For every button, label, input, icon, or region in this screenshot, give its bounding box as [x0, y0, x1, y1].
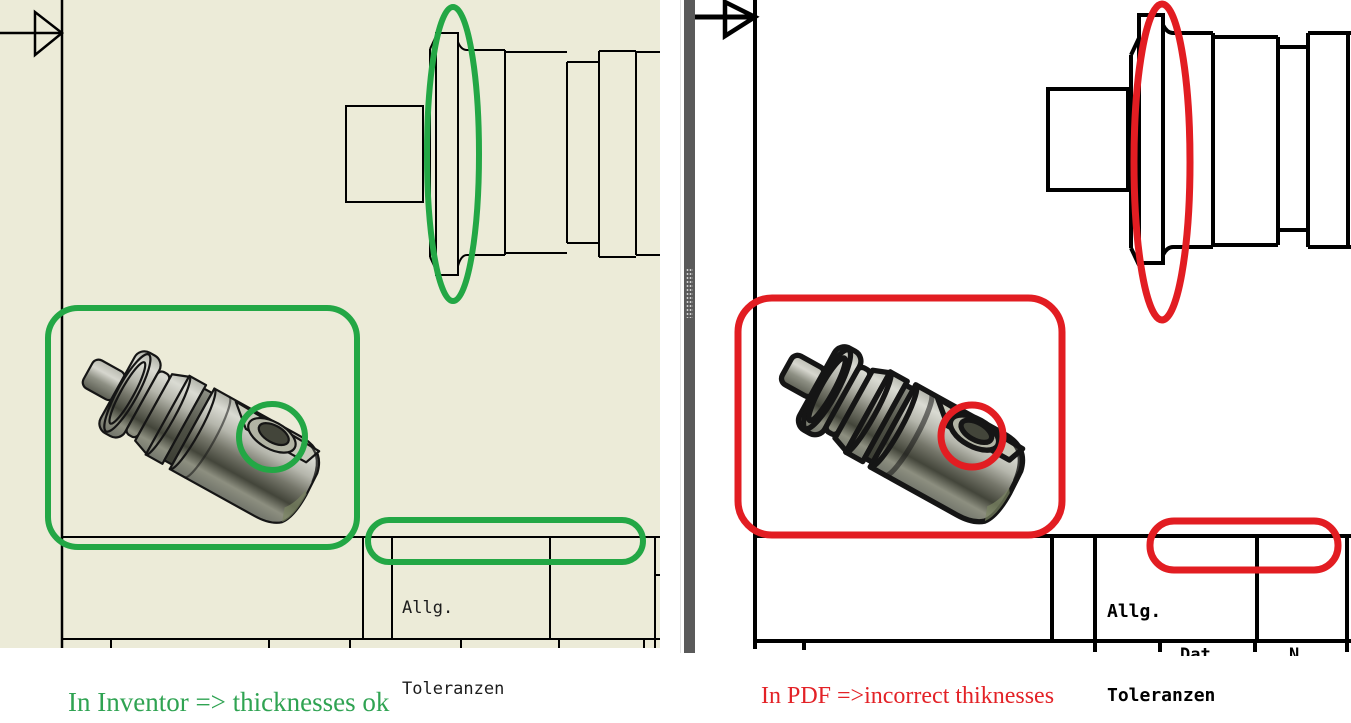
- right-3d-part-view: [763, 325, 1035, 533]
- right-datum-arrow-icon: [722, 0, 760, 41]
- green-highlight-hole-circle: [236, 401, 308, 473]
- red-annotations: [734, 0, 1342, 574]
- red-highlight-titleblock-pill: [1146, 517, 1342, 574]
- right-tolerance-line-1: Allg.: [1107, 601, 1162, 622]
- green-highlight-flange-ellipse: [424, 4, 482, 304]
- view-splitter[interactable]: [680, 0, 695, 653]
- red-highlight-3d-box: [734, 294, 1066, 539]
- left-tolerance-line-1: Allg.: [402, 598, 454, 618]
- right-bottom-row-label-datum: Dat: [1180, 645, 1211, 656]
- left-2d-view: [345, 32, 660, 276]
- inventor-caption: In Inventor => thicknesses ok: [68, 687, 390, 717]
- right-title-block-text: Allg. Toleranzen nach DIN 2768: [1107, 542, 1248, 723]
- pdf-drawing-linework: [695, 0, 1351, 652]
- red-highlight-flange-ellipse: [1130, 0, 1194, 324]
- left-3d-part-view: [65, 329, 331, 534]
- splitter-grip-icon[interactable]: [686, 268, 693, 318]
- splitter-bar[interactable]: [684, 0, 695, 653]
- right-tolerance-line-2: Toleranzen: [1107, 685, 1216, 706]
- left-title-block-text: Allg. Toleranzen nach DIN 2768: [402, 541, 535, 723]
- right-bottom-row-label-name: N: [1289, 645, 1300, 656]
- green-annotations: [45, 4, 646, 565]
- pdf-caption: In PDF =>incorrect thiknesses: [761, 683, 1055, 709]
- inventor-drawing-linework: [0, 0, 660, 648]
- right-2d-view: [1046, 13, 1351, 266]
- green-highlight-titleblock-pill: [365, 517, 646, 565]
- red-highlight-hole-circle: [937, 401, 1007, 471]
- left-title-block-lines: [62, 536, 660, 648]
- left-tolerance-line-2: Toleranzen: [402, 679, 505, 699]
- left-datum-arrow-icon: [33, 9, 65, 58]
- green-highlight-3d-box: [45, 305, 360, 550]
- right-title-block-lines: [755, 534, 1351, 652]
